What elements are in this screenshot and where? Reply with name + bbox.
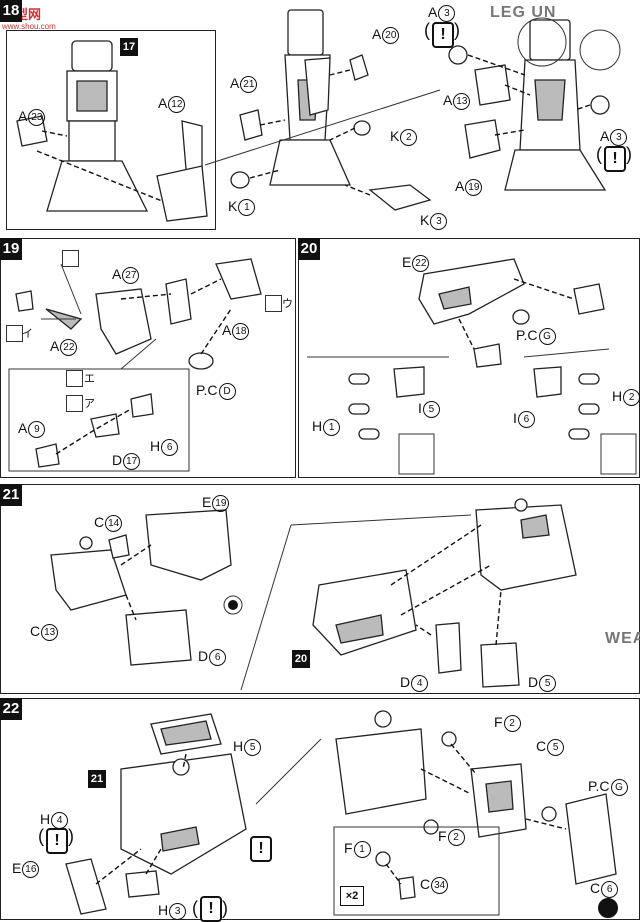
exclamation-box-icon: ! [604,146,626,172]
tool-label-e: エ [84,373,95,385]
quantity-x2-badge: ×2 [340,886,364,906]
paren-open-3: ( [38,826,44,846]
tool-label-a: ア [84,398,95,410]
exclamation-box-icon: ! [200,896,222,922]
step-19-panel [0,238,296,478]
tool-box-icon [66,370,83,387]
paren-open-1: ( [424,20,430,40]
watermark-url: www.shou.com [2,22,56,31]
weapon-heading: WEAPO [605,630,640,647]
paren-close-3: ) [68,826,74,846]
step-19-number: 19 [0,238,22,260]
step-22-art [65,710,617,916]
exclamation-box-icon: ! [432,22,454,48]
paren-close-2: ) [626,144,632,164]
step-20-art [307,258,637,475]
tool-box-icon [62,250,79,267]
step-22-panel [0,698,640,920]
exclamation-box-icon: ! [46,828,68,854]
sticker-dot-icon [598,898,618,918]
tool-label-i: イ [22,328,33,340]
step-19-art [8,258,262,472]
step-18-main-art [204,9,621,211]
tool-box-icon [66,395,83,412]
step-18-ref-17: 17 [120,38,138,56]
paren-open-2: ( [596,144,602,164]
step-21-ref-20: 20 [292,650,310,668]
step-22-number: 22 [0,698,22,720]
exclamation-box-icon: ! [250,836,272,862]
step-18-sub-art [16,40,208,222]
paren-open-4: ( [192,898,198,918]
step-18-number: 18 [0,0,22,22]
step-21-number: 21 [0,484,22,506]
tool-label-u: ウ [282,298,293,310]
paren-close-1: ) [454,20,460,40]
step-20-number: 20 [298,238,320,260]
step-22-ref-21: 21 [88,770,106,788]
tool-box-icon [265,295,282,312]
step-20-panel [298,238,640,478]
tool-box-icon [6,325,23,342]
step-21-art [50,498,577,691]
step-18-subpanel [6,30,216,230]
paren-close-4: ) [222,898,228,918]
leg-heading: LEG UN [490,4,557,21]
